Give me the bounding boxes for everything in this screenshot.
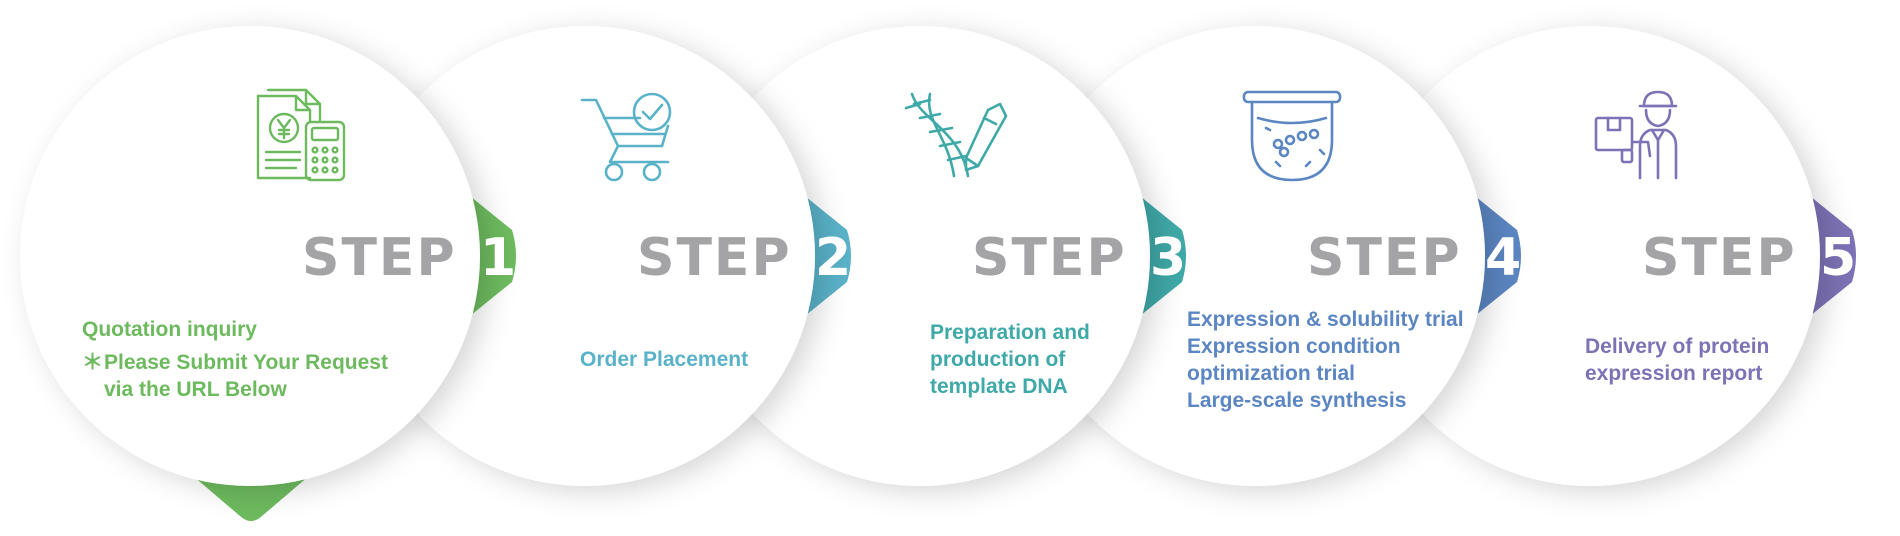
step-4: STEP 4 Expression & solubility trial Exp… xyxy=(1005,0,1521,536)
step-5: STEP 5 Delivery of protein expression re… xyxy=(1340,0,1856,536)
step-4-shape xyxy=(1025,26,1521,486)
step-4-circle xyxy=(1025,26,1485,486)
step-5-number: 5 xyxy=(1820,228,1857,288)
step-5-description: Delivery of protein expression report xyxy=(1585,333,1769,387)
step-5-shape xyxy=(1360,26,1856,486)
step-2-label: STEP xyxy=(637,228,792,288)
step-5-label: STEP xyxy=(1642,228,1797,288)
asterisk-icon: ＊ xyxy=(82,351,103,374)
step-1-number: 1 xyxy=(480,228,517,288)
step-3-number: 3 xyxy=(1150,228,1187,288)
step-4-number: 4 xyxy=(1485,228,1522,288)
step-1-label: STEP xyxy=(302,228,457,288)
step-2-description: Order Placement xyxy=(580,346,748,373)
step-1-note-line-2[interactable]: via the URL Below xyxy=(104,378,287,401)
step-1-note: ＊ Please Submit Your Request via the URL… xyxy=(82,349,388,403)
step-4-description: Expression & solubility trial Expression… xyxy=(1187,306,1464,414)
step-4-line-3: optimization trial xyxy=(1187,362,1355,385)
step-3-circle xyxy=(690,26,1150,486)
quotation-calculator-icon xyxy=(256,88,346,182)
step-3-line-1: Preparation and xyxy=(930,321,1090,344)
step-1-circle xyxy=(20,26,480,486)
step-1: STEP 1 Quotation inquiry ＊ Please Submit… xyxy=(0,0,516,536)
step-2-number: 2 xyxy=(815,228,852,288)
step-3: STEP 3 Preparation and production of tem… xyxy=(670,0,1186,536)
step-4-line-2: Expression condition xyxy=(1187,335,1401,358)
step-5-line-1: Delivery of protein xyxy=(1585,335,1770,358)
dna-pen-icon xyxy=(904,92,1008,178)
step-2: STEP 2 Order Placement xyxy=(335,0,851,536)
step-3-line-3: template DNA xyxy=(930,375,1068,398)
step-3-label: STEP xyxy=(972,228,1127,288)
delivery-person-icon xyxy=(1594,90,1678,180)
step-2-line-1: Order Placement xyxy=(580,348,749,371)
step-1-line-1: Quotation inquiry xyxy=(82,318,257,341)
shopping-cart-check-icon xyxy=(580,92,672,182)
step-1-note-line-1[interactable]: Please Submit Your Request xyxy=(104,351,388,374)
step-5-line-2: expression report xyxy=(1585,362,1763,385)
step-2-shape xyxy=(355,26,851,486)
step-4-line-1: Expression & solubility trial xyxy=(1187,308,1464,331)
culture-vessel-icon xyxy=(1242,90,1342,182)
step-3-line-2: production of xyxy=(930,348,1066,371)
step-4-label: STEP xyxy=(1307,228,1462,288)
step-1-shape xyxy=(20,26,516,521)
step-2-circle xyxy=(355,26,815,486)
step-1-description: Quotation inquiry ＊ Please Submit Your R… xyxy=(82,316,388,403)
step-3-description: Preparation and production of template D… xyxy=(930,319,1090,400)
step-3-shape xyxy=(690,26,1186,486)
step-4-line-4: Large-scale synthesis xyxy=(1187,389,1407,412)
step-5-circle xyxy=(1360,26,1820,486)
